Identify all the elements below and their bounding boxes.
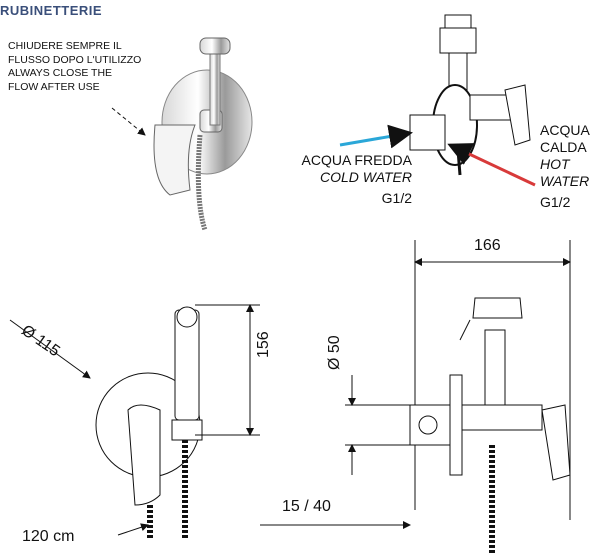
note-line-3: ALWAYS CLOSE THE (8, 67, 113, 79)
hot-water-it-2: CALDA (540, 139, 587, 155)
hot-water-en-1: HOT (540, 156, 570, 172)
hot-water-size: G1/2 (540, 194, 571, 210)
usage-note: CHIUDERE SEMPRE IL FLUSSO DOPO L'UTILIZZ… (8, 40, 141, 94)
product-photo (111, 37, 253, 231)
dim-height: 156 (255, 331, 272, 358)
cold-water-size: G1/2 (381, 190, 412, 206)
front-dim-drawing (9, 304, 260, 540)
cold-water-label: ACQUA FREDDA COLD WATER G1/2 (282, 152, 412, 207)
note-line-4: FLOW AFTER USE (8, 80, 100, 93)
dim-width: 166 (474, 237, 501, 254)
cold-water-it: ACQUA FREDDA (301, 152, 412, 168)
side-dim-drawing (260, 240, 571, 553)
hot-water-it-1: ACQUA (540, 122, 590, 138)
dim-diameter-body: Ø 50 (326, 335, 343, 370)
cold-water-en: COLD WATER (319, 169, 412, 185)
valve-drawing (339, 14, 536, 187)
brand-title: RUBINETTERIE (0, 3, 103, 18)
note-line-2: FLUSSO DOPO L'UTILIZZO (8, 53, 142, 66)
hot-water-label: ACQUA CALDA HOT WATER G1/2 (540, 122, 590, 211)
dim-hose-length: 120 cm (22, 528, 75, 545)
dim-depth: 15 / 40 (282, 498, 331, 515)
note-line-1: CHIUDERE SEMPRE IL (8, 40, 122, 52)
hot-water-en-2: WATER (540, 173, 590, 189)
